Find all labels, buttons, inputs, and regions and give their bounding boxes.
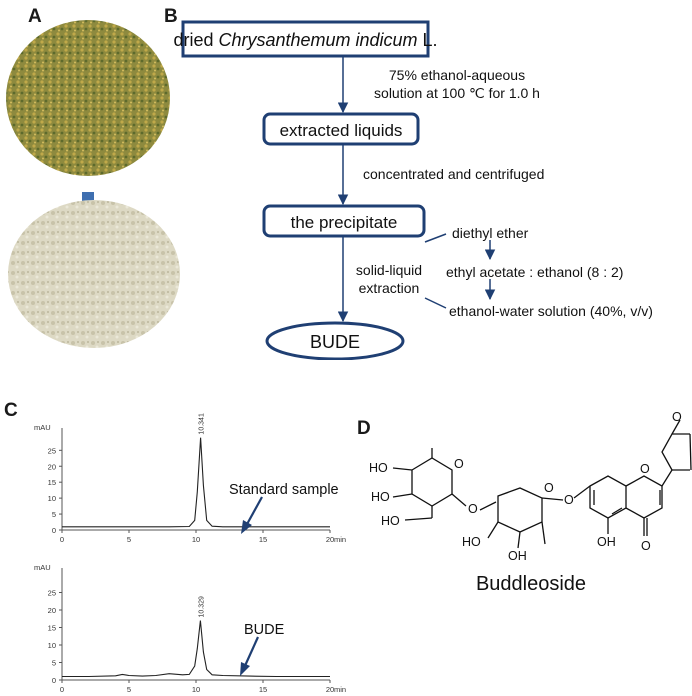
y-tick-label: 10 [48,641,56,650]
x-tick-label: 5 [127,535,131,544]
label-ring-o-4: O [564,493,574,507]
peak-retention-label: 10.341 [199,413,206,435]
chromatogram-standard: 0 5 10 15 20 0 5 10 15 20 25 mAU min 10.341 [34,413,346,544]
annotation-standard-sample: Standard sample [229,482,339,498]
chromatogram-bude: 0 5 10 15 20 0 5 10 15 20 25 mAU min 10.329 [34,563,346,694]
y-axis-label: mAU [34,563,51,572]
y-tick-label: 25 [48,589,56,598]
solvent-diethyl-ether: diethyl ether [452,225,529,241]
label-ho-4: HO [462,535,481,549]
y-tick-label: 20 [48,462,56,471]
x-tick-label: 15 [259,535,267,544]
y-tick-label: 5 [52,510,56,519]
step1-label-line2: solution at 100 ℃ for 1.0 h [374,85,540,101]
chromatogram-trace [62,620,330,678]
label-ring-o-2: O [468,502,478,516]
annotation-arrow-bude-head [240,662,250,676]
label-methoxy-o: O [672,410,682,424]
dried-flower-image [6,20,170,176]
chromatogram-trace [62,437,330,528]
x-tick-label: 0 [60,685,64,694]
panel-a-images [6,20,180,348]
y-axis-label: mAU [34,423,51,432]
annotation-arrow-bude [242,636,260,669]
y-tick-label: 0 [52,676,56,685]
label-oh-6: OH [597,535,616,549]
y-tick-label: 15 [48,624,56,633]
box-precipitate-text: the precipitate [291,213,398,232]
box-extracted-liquids [262,112,420,146]
x-tick-label: 0 [60,535,64,544]
x-axis-label: min [334,685,346,694]
panel-b-letter: B [164,6,178,27]
x-tick-label: 20 [326,685,334,694]
extraction-label-line1: solid-liquid [356,262,422,278]
label-ho-2: HO [371,490,390,504]
label-ho-1: HO [369,461,388,475]
box-extracted-liquids-text: extracted liquids [280,121,403,140]
x-tick-label: 10 [192,685,200,694]
panel-d-letter: D [357,418,371,439]
extraction-label-line2: extraction [359,280,420,296]
label-ring-o-5: O [640,462,650,476]
panel-c-letter: C [4,400,18,421]
annotation-bude: BUDE [244,622,285,638]
branch-line-upper [424,233,447,243]
solvent-ethyl-acetate: ethyl acetate : ethanol (8 : 2) [446,264,623,280]
box-dried-material [181,20,430,58]
panel-a-letter: A [28,6,42,27]
label-ring-o-1: O [454,457,464,471]
compound-name: Buddleoside [476,573,586,595]
label-oh-5: OH [508,549,527,563]
y-tick-label: 15 [48,478,56,487]
label-ho-3: HO [381,514,400,528]
peak-retention-label: 10.329 [198,596,205,618]
x-tick-label: 20 [326,535,334,544]
y-tick-label: 0 [52,526,56,535]
label-ring-o-3: O [544,481,554,495]
annotation-arrow-standard [245,496,263,527]
box-precipitate [262,204,426,238]
box-bude [265,321,405,360]
bude-powder-image [8,200,180,348]
annotation-arrow-standard-head [241,520,252,534]
y-tick-label: 20 [48,606,56,615]
box-bude-text: BUDE [310,332,360,352]
label-carbonyl-o: O [641,539,651,553]
y-tick-label: 5 [52,659,56,668]
x-tick-label: 10 [192,535,200,544]
solvent-ethanol-water: ethanol-water solution (40%, v/v) [449,303,653,319]
x-tick-label: 5 [127,685,131,694]
branch-line-lower [424,297,447,309]
step1-label-line1: 75% ethanol-aqueous [389,67,525,83]
flowchart: dried Chrysanthemum indicum L. extracted… [173,20,653,360]
step2-label: concentrated and centrifuged [363,166,544,182]
y-tick-label: 25 [48,446,56,455]
x-tick-label: 15 [259,685,267,694]
y-tick-label: 10 [48,494,56,503]
x-axis-label: min [334,535,346,544]
box-dried-material-text: dried Chrysanthemum indicum L. [173,30,437,50]
